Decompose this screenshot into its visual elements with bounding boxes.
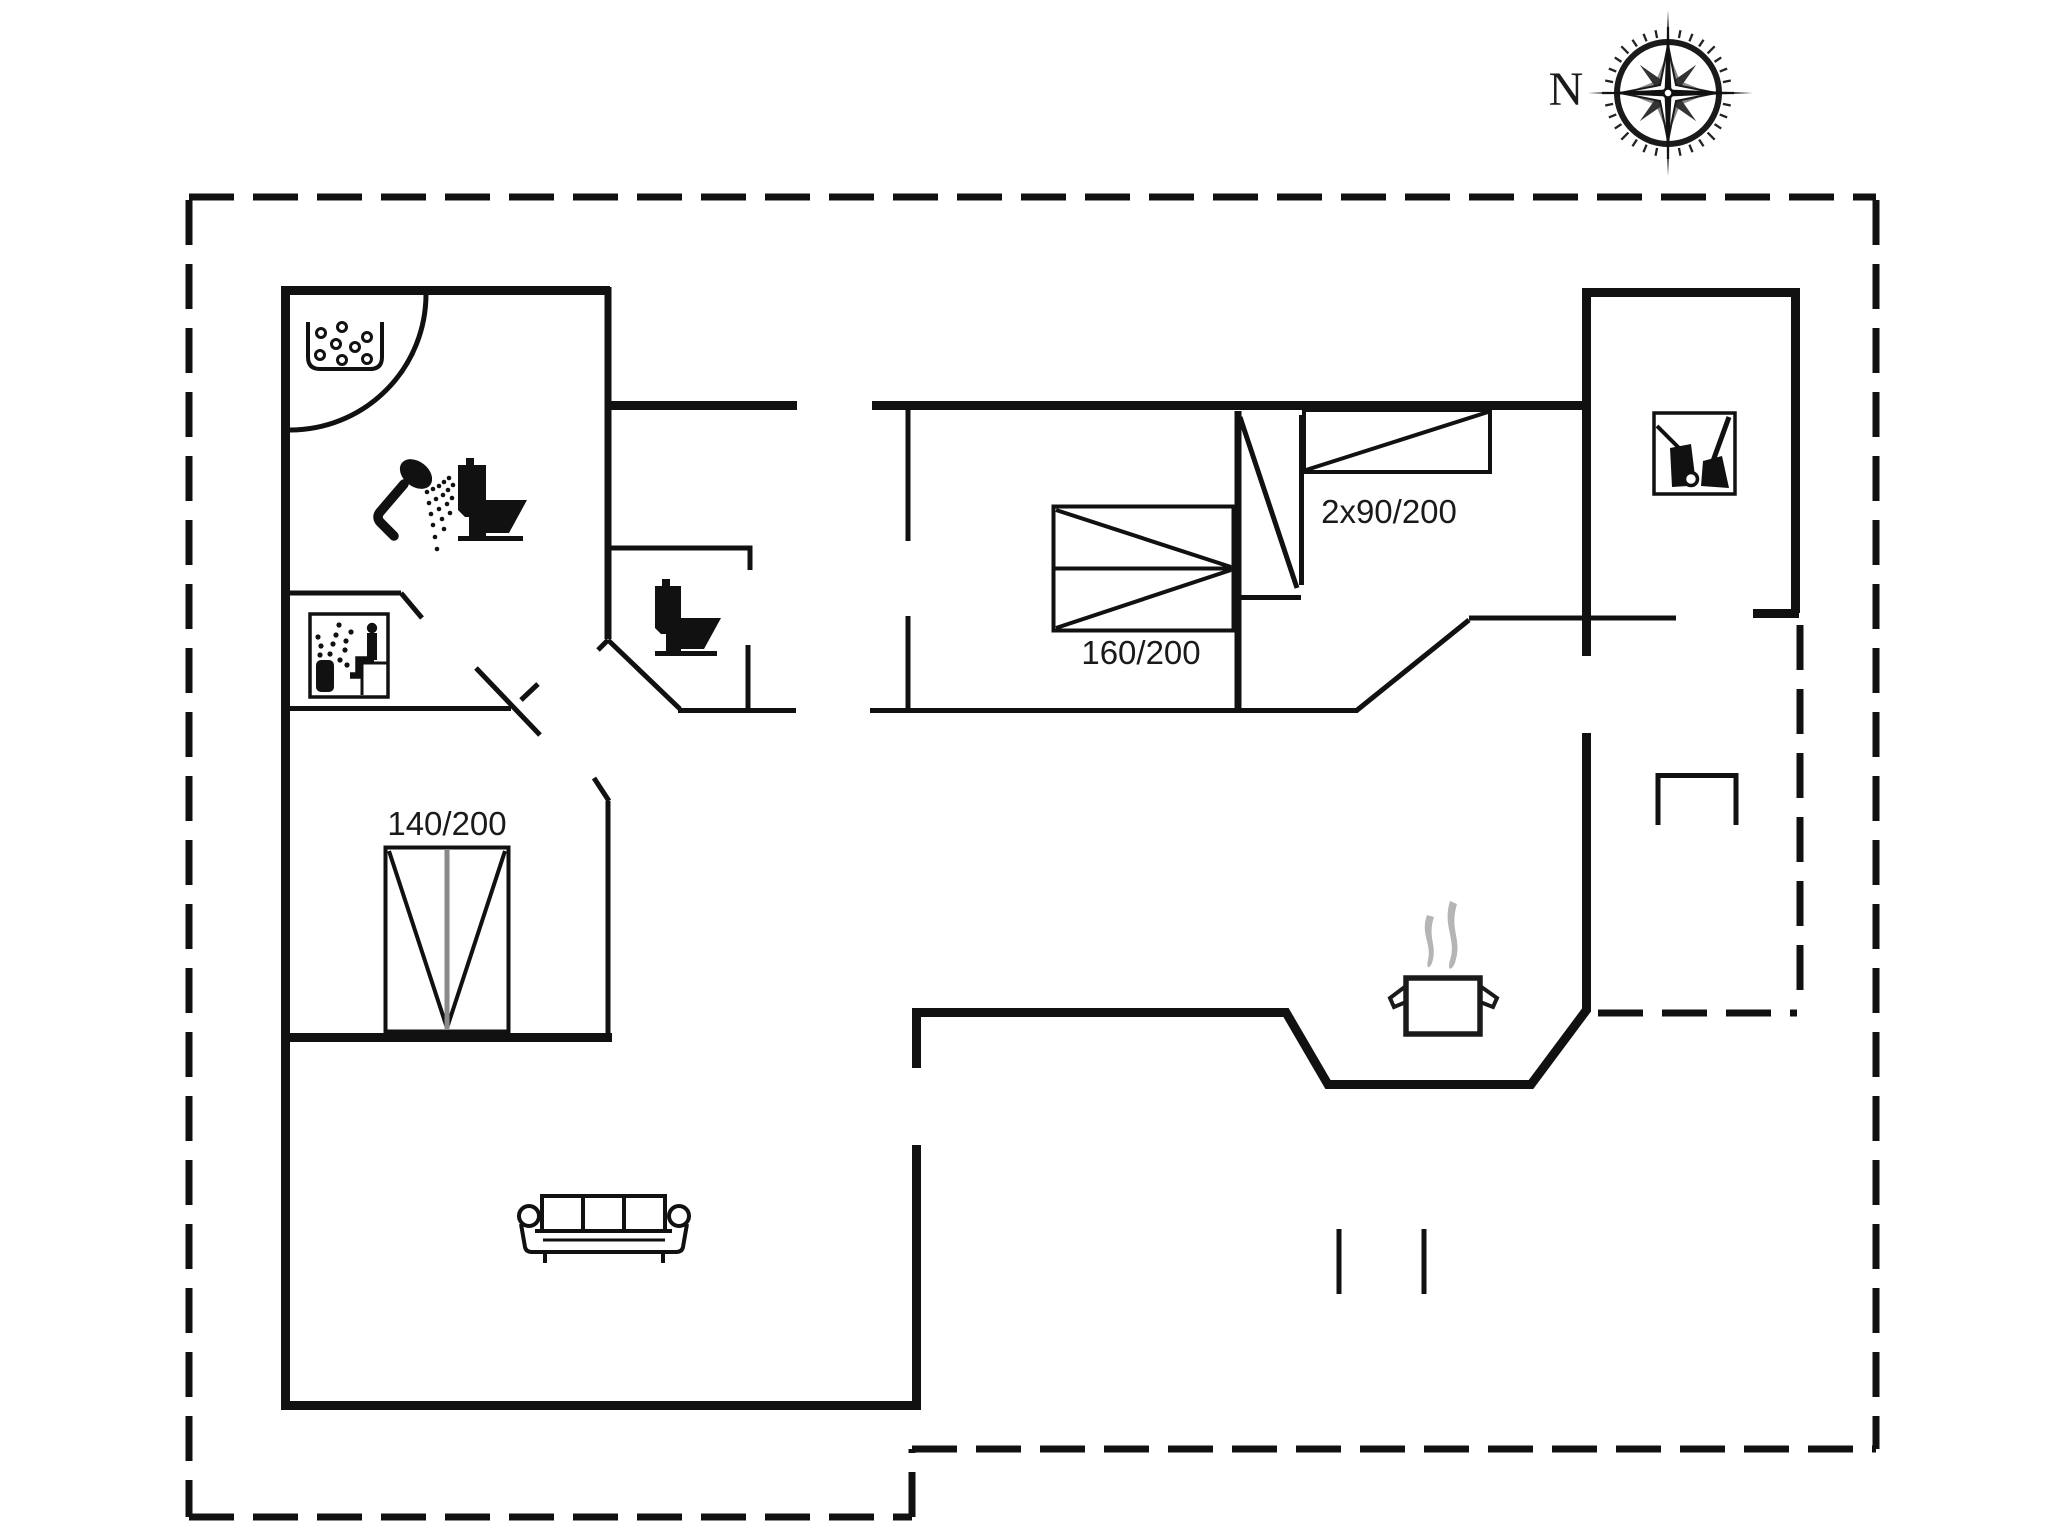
svg-text:N: N: [1549, 63, 1584, 116]
svg-text:2x90/200: 2x90/200: [1321, 493, 1457, 530]
svg-text:140/200: 140/200: [387, 805, 506, 842]
svg-text:160/200: 160/200: [1081, 634, 1200, 671]
